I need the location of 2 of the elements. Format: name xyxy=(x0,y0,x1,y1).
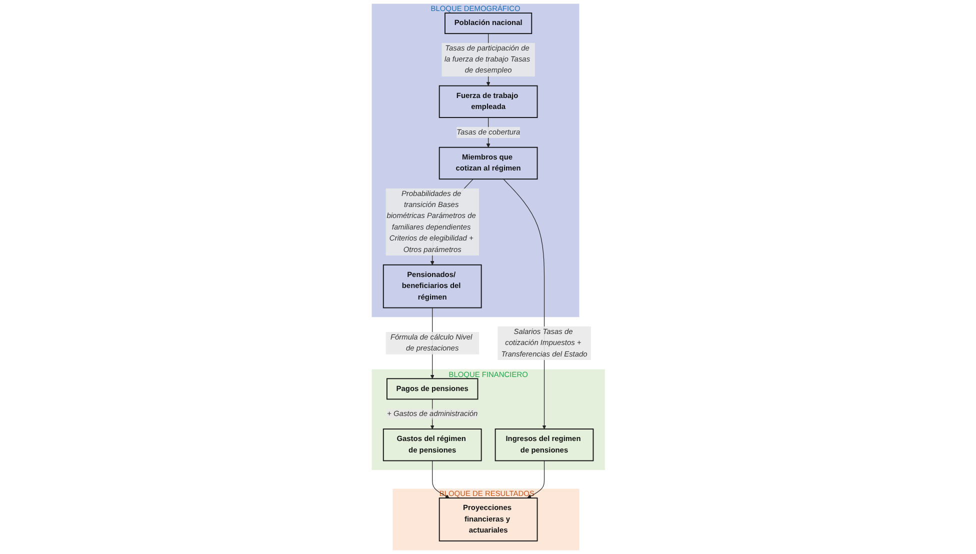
arrow xyxy=(526,460,544,498)
arrow xyxy=(432,460,450,498)
